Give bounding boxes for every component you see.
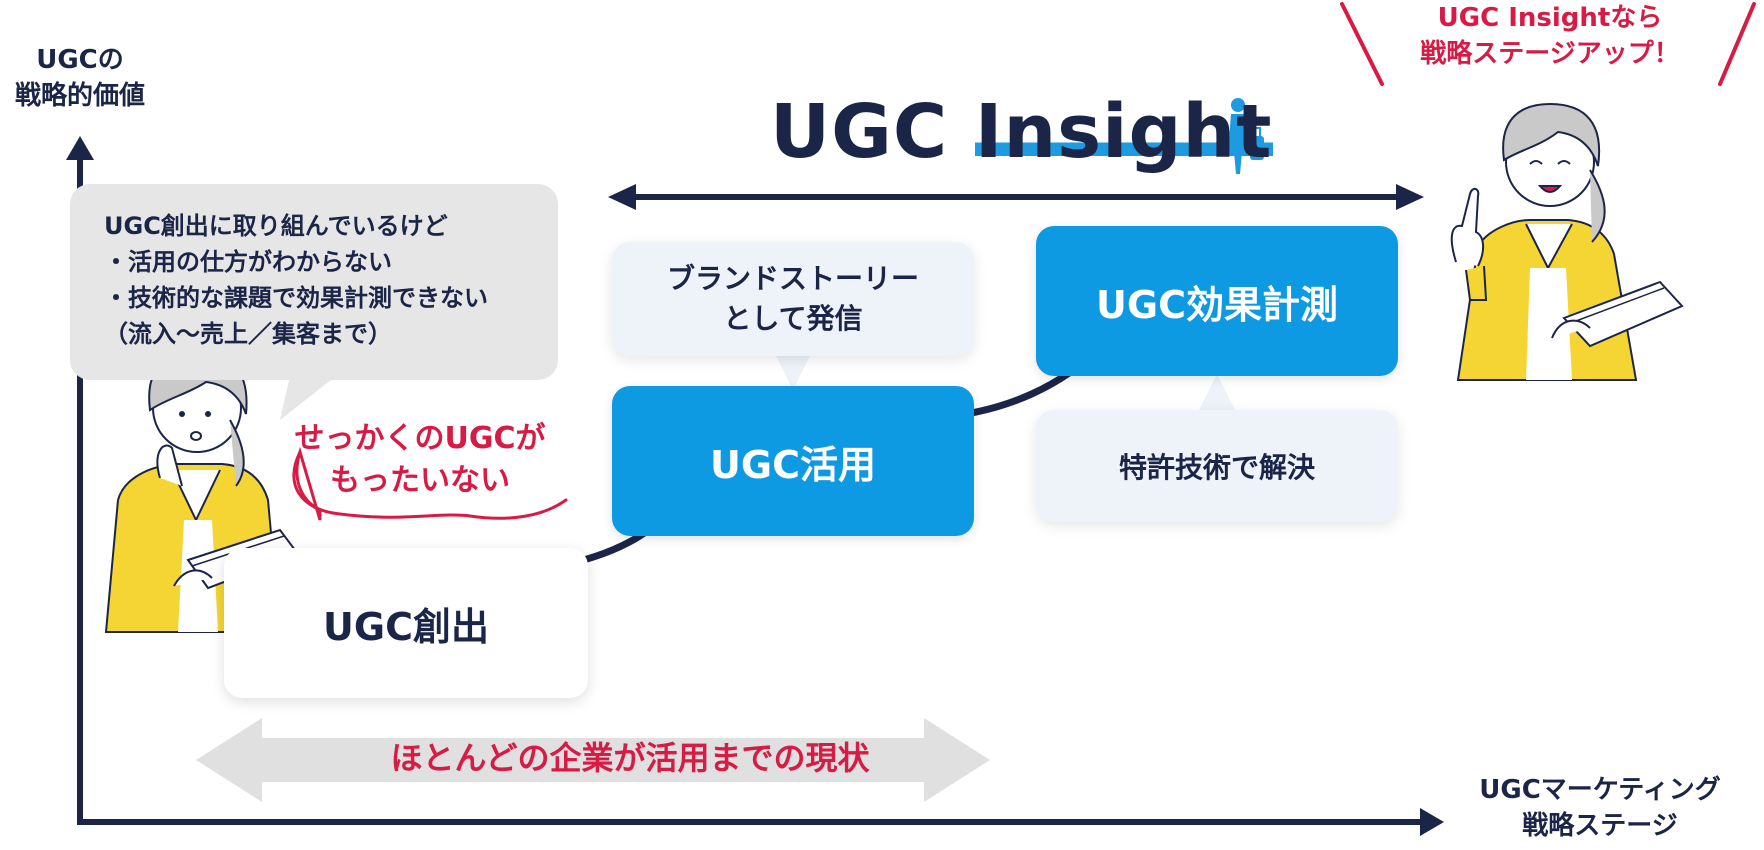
speech-tail-gray	[280, 376, 336, 420]
worry-speech-line	[292, 450, 568, 520]
worry-phrase-line1: せっかくのUGCが	[294, 421, 546, 456]
note-brand-line2: として発信	[723, 302, 863, 335]
brand-tail	[774, 352, 812, 390]
x-axis-label-line1: UGCマーケティング	[1479, 775, 1721, 805]
note-brand-story: ブランドストーリー として発信	[612, 242, 974, 356]
callout-emphasis-lines	[1340, 2, 1756, 86]
confident-woman-illustration	[1450, 102, 1684, 381]
stage-ugc-creation: UGC創出	[224, 548, 588, 698]
current-state-arrow	[196, 718, 990, 802]
x-axis-label-line2: 戦略ステージ	[1522, 811, 1678, 841]
worry-speech-text: UGC創出に取り組んでいるけど ・活用の仕方がわからない ・技術的な課題で効果計…	[104, 208, 488, 352]
worry-speech-bubble	[70, 184, 558, 380]
x-axis-label: UGCマーケティング 戦略ステージ	[1440, 772, 1760, 844]
callout-line1: UGC Insightなら	[1437, 3, 1663, 33]
stage-up-callout: UGC Insightなら 戦略ステージアップ！	[1380, 0, 1720, 72]
current-state-label: ほとんどの企業が活用までの現状	[390, 739, 870, 777]
worry-line3: ・技術的な課題で効果計測できない	[104, 284, 488, 312]
stage-ugc-measurement-label: UGC効果計測	[1096, 282, 1338, 327]
stage-ugc-creation-label: UGC創出	[323, 604, 489, 649]
y-axis-label: UGCの 戦略的価値	[0, 42, 160, 114]
stage-ugc-measurement: UGC効果計測	[1036, 226, 1398, 376]
logo-text-insight: Insight	[974, 89, 1273, 175]
logo-text-ugc: UGC	[770, 89, 975, 175]
y-axis-label-line1: UGCの	[36, 45, 124, 75]
stage-ugc-utilization: UGC活用	[612, 386, 974, 536]
note-brand-line1: ブランドストーリー	[666, 262, 919, 295]
callout-line2: 戦略ステージアップ！	[1420, 39, 1680, 69]
worry-phrase-line2: もったいない	[330, 463, 510, 498]
y-axis-label-line2: 戦略的価値	[14, 81, 145, 111]
ugc-insight-logo: UGC Insight	[770, 89, 1273, 175]
worry-line4: （流入～売上／集客まで）	[104, 320, 392, 348]
worry-speech-tail	[295, 446, 322, 521]
x-axis	[77, 808, 1444, 836]
patent-tail	[1198, 374, 1236, 412]
worry-phrase: せっかくのUGCが もったいない	[290, 418, 550, 502]
worry-line1: UGC創出に取り組んでいるけど	[104, 212, 448, 240]
stage-ugc-utilization-label: UGC活用	[710, 442, 876, 487]
worry-line2: ・活用の仕方がわからない	[104, 248, 392, 276]
insight-range-arrow	[608, 184, 1424, 210]
note-patent-label: 特許技術で解決	[1118, 451, 1315, 484]
note-patent: 特許技術で解決	[1036, 410, 1398, 522]
